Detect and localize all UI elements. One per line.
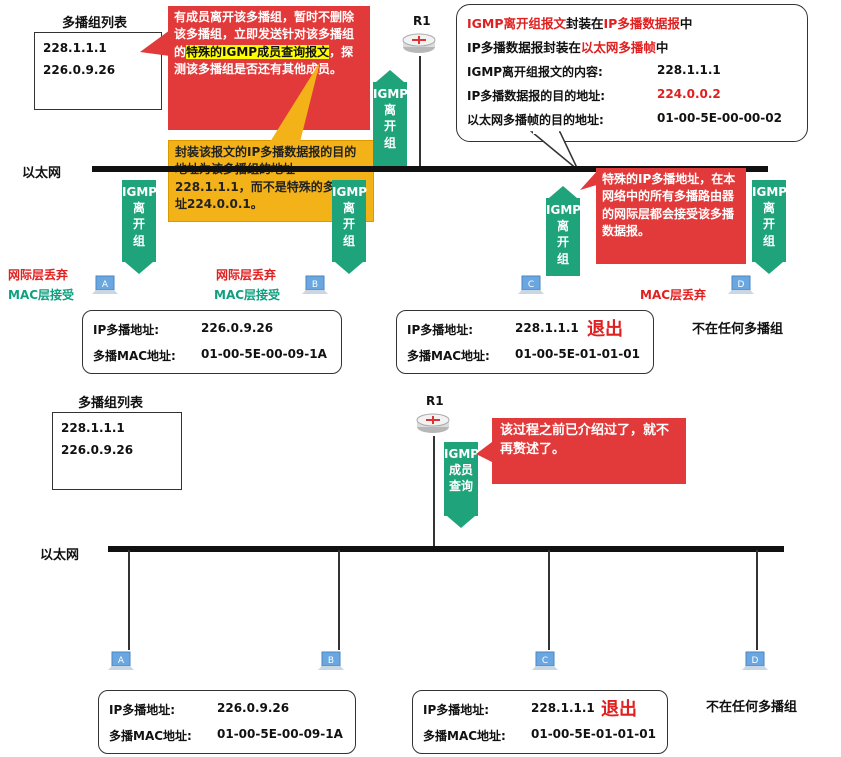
svg-text:B: B	[312, 280, 318, 290]
ab-mac-value: 01-00-5E-00-09-1A	[201, 347, 327, 361]
arrow-text: 组	[383, 135, 396, 150]
c-exit-label: 退出	[587, 319, 623, 340]
laptop-icon: A	[92, 275, 118, 294]
arrow-text: 开	[383, 119, 396, 134]
bottom-callout: 该过程之前已介绍过了，就不再赘述了。	[492, 418, 686, 484]
top-info-pointer	[530, 130, 579, 171]
info-line-4-value: 224.0.0.2	[657, 87, 721, 101]
laptop-icon: B	[318, 651, 344, 670]
ab-ip-value: 226.0.9.26	[201, 321, 274, 335]
top-group-2: 226.0.9.26	[43, 63, 116, 77]
top-ethernet-bus	[92, 166, 768, 172]
top-list-title: 多播组列表	[62, 16, 128, 31]
top-group-list: 228.1.1.1 226.0.9.26	[34, 32, 162, 110]
top-ethernet-label: 以太网	[22, 166, 62, 181]
bottom-group-1: 228.1.1.1	[61, 421, 125, 435]
ab-ip-value: 226.0.9.26	[217, 701, 290, 715]
bottom-group-list: 228.1.1.1 226.0.9.26	[52, 412, 182, 490]
top-red-callout-highlight: 特殊的IGMP成员查询报文	[186, 44, 330, 59]
top-orange-callout-pointer	[270, 62, 320, 142]
svg-text:C: C	[528, 280, 534, 290]
top-c-info-box: IP多播地址: 228.1.1.1 退出 多播MAC地址: 01-00-5E-0…	[396, 310, 654, 374]
info-line-3-key: IGMP离开组报文的内容:	[467, 65, 603, 79]
laptop-icon: B	[302, 275, 328, 294]
bottom-router-link	[433, 436, 435, 548]
info-line-1: IGMP离开组报文封装在IP多播数据报中	[467, 16, 693, 31]
router-icon	[416, 413, 450, 433]
info-line-5-value: 01-00-5E-00-00-02	[657, 111, 782, 125]
bottom-list-title: 多播组列表	[78, 396, 144, 411]
bottom-group-2: 226.0.9.26	[61, 443, 134, 457]
bottom-ab-info-box: IP多播地址: 226.0.9.26 多播MAC地址: 01-00-5E-00-…	[98, 690, 356, 754]
top-special-pointer	[580, 170, 600, 190]
top-d-status: 不在任何多播组	[692, 322, 784, 337]
ab-ip-key: IP多播地址:	[93, 323, 160, 337]
top-red-callout: 有成员离开该多播组，暂时不删除该多播组，立即发送针对该多播组的特殊的IGMP成员…	[168, 6, 370, 130]
ab-mac-value: 01-00-5E-00-09-1A	[217, 727, 343, 741]
ab-ip-key: IP多播地址:	[109, 703, 176, 717]
c-ip-value: 228.1.1.1	[531, 701, 595, 715]
info-line-5-key: 以太网多播帧的目的地址:	[467, 113, 604, 127]
top-group-1: 228.1.1.1	[43, 41, 107, 55]
bottom-d-status: 不在任何多播组	[706, 700, 798, 715]
top-router-label: R1	[413, 14, 431, 28]
top-ab-info-box: IP多播地址: 226.0.9.26 多播MAC地址: 01-00-5E-00-…	[82, 310, 342, 374]
top-red-callout-text: 有成员离开该多播组，暂时不删除该多播组，立即发送针对该多播组的	[174, 10, 355, 59]
svg-text:D: D	[752, 656, 759, 666]
bottom-ethernet-bus	[108, 546, 784, 552]
host-b-mac-label: MAC层接受	[214, 288, 281, 302]
laptop-icon: D	[742, 651, 768, 670]
info-line-3-value: 228.1.1.1	[657, 63, 721, 77]
arrow-text: IGMP	[373, 87, 409, 101]
c-ip-value: 228.1.1.1	[515, 321, 579, 335]
top-special-callout: 特殊的IP多播地址，在本网络中的所有多播路由器的网际层都会接受该多播数据报。	[596, 168, 746, 264]
host-d-mac-drop-label: MAC层丢弃	[640, 288, 707, 302]
host-a-drop-label: 网际层丢弃	[8, 268, 69, 282]
laptop-icon: A	[108, 651, 134, 670]
host-a-mac-label: MAC层接受	[8, 288, 75, 302]
bottom-host-c-link	[548, 550, 550, 650]
c-mac-key: 多播MAC地址:	[407, 349, 490, 363]
svg-text:B: B	[328, 656, 334, 666]
host-b-drop-label: 网际层丢弃	[216, 268, 277, 282]
top-info-box: IGMP离开组报文封装在IP多播数据报中 IP多播数据报封装在以太网多播帧中 I…	[456, 4, 808, 142]
laptop-icon: C	[532, 651, 558, 670]
c-ip-key: IP多播地址:	[407, 323, 474, 337]
ab-mac-key: 多播MAC地址:	[93, 349, 176, 363]
svg-text:A: A	[102, 280, 109, 290]
bottom-host-a-link	[128, 550, 130, 650]
bottom-router-label: R1	[426, 394, 444, 408]
top-red-callout-end: ，探测该多播组是否还有其他成员。	[174, 44, 354, 77]
router-icon	[402, 33, 436, 53]
svg-text:C: C	[542, 656, 548, 666]
laptop-icon: C	[518, 275, 544, 294]
c-mac-key: 多播MAC地址:	[423, 729, 506, 743]
info-line-2: IP多播数据报封装在以太网多播帧中	[467, 40, 669, 55]
bottom-ethernet-label: 以太网	[40, 548, 80, 563]
c-ip-key: IP多播地址:	[423, 703, 490, 717]
bottom-c-info-box: IP多播地址: 228.1.1.1 退出 多播MAC地址: 01-00-5E-0…	[412, 690, 668, 754]
bottom-host-d-link	[756, 550, 758, 650]
laptop-icon: D	[728, 275, 754, 294]
top-router-leave-arrow: IGMP 离 开 组	[373, 70, 409, 166]
bottom-host-b-link	[338, 550, 340, 650]
top-router-link	[419, 56, 421, 168]
bottom-callout-pointer	[476, 442, 492, 462]
c-mac-value: 01-00-5E-01-01-01	[531, 727, 656, 741]
svg-text:A: A	[118, 656, 125, 666]
info-line-4-key: IP多播数据报的目的地址:	[467, 89, 606, 103]
c-mac-value: 01-00-5E-01-01-01	[515, 347, 640, 361]
c-exit-label: 退出	[601, 699, 637, 720]
arrow-text: 离	[383, 103, 396, 118]
top-red-callout-pointer	[140, 30, 170, 56]
ab-mac-key: 多播MAC地址:	[109, 729, 192, 743]
svg-text:D: D	[738, 280, 745, 290]
